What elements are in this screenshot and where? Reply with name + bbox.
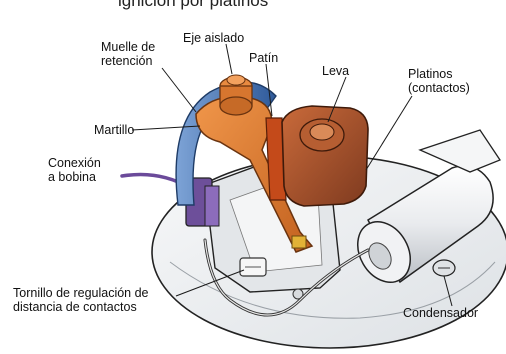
label-condenser: Condensador <box>403 306 479 320</box>
distributor-cam <box>281 105 369 207</box>
rubbing-block <box>265 117 287 201</box>
adjustment-screw <box>239 257 304 300</box>
label-points-contacts: Platinos (contactos) <box>408 67 470 95</box>
top-caption: ignición por platinos <box>118 0 269 10</box>
label-hammer: Martillo <box>94 123 135 137</box>
condenser <box>357 129 501 284</box>
label-coil-connection: Conexión a bobina <box>48 156 101 184</box>
breaker-arm-hammer <box>195 74 314 253</box>
label-retaining-spring: Muelle de retención <box>101 40 156 68</box>
label-rubbing-block: Patín <box>249 51 279 65</box>
label-insulated-shaft: Eje aislado <box>183 31 245 45</box>
top-caption-clipped: ignición por platinos <box>0 0 506 14</box>
label-cam: Leva <box>322 64 350 78</box>
label-adjustment-screw: Tornillo de regulación de distancia de c… <box>13 286 149 314</box>
leader-lines <box>131 43 453 307</box>
